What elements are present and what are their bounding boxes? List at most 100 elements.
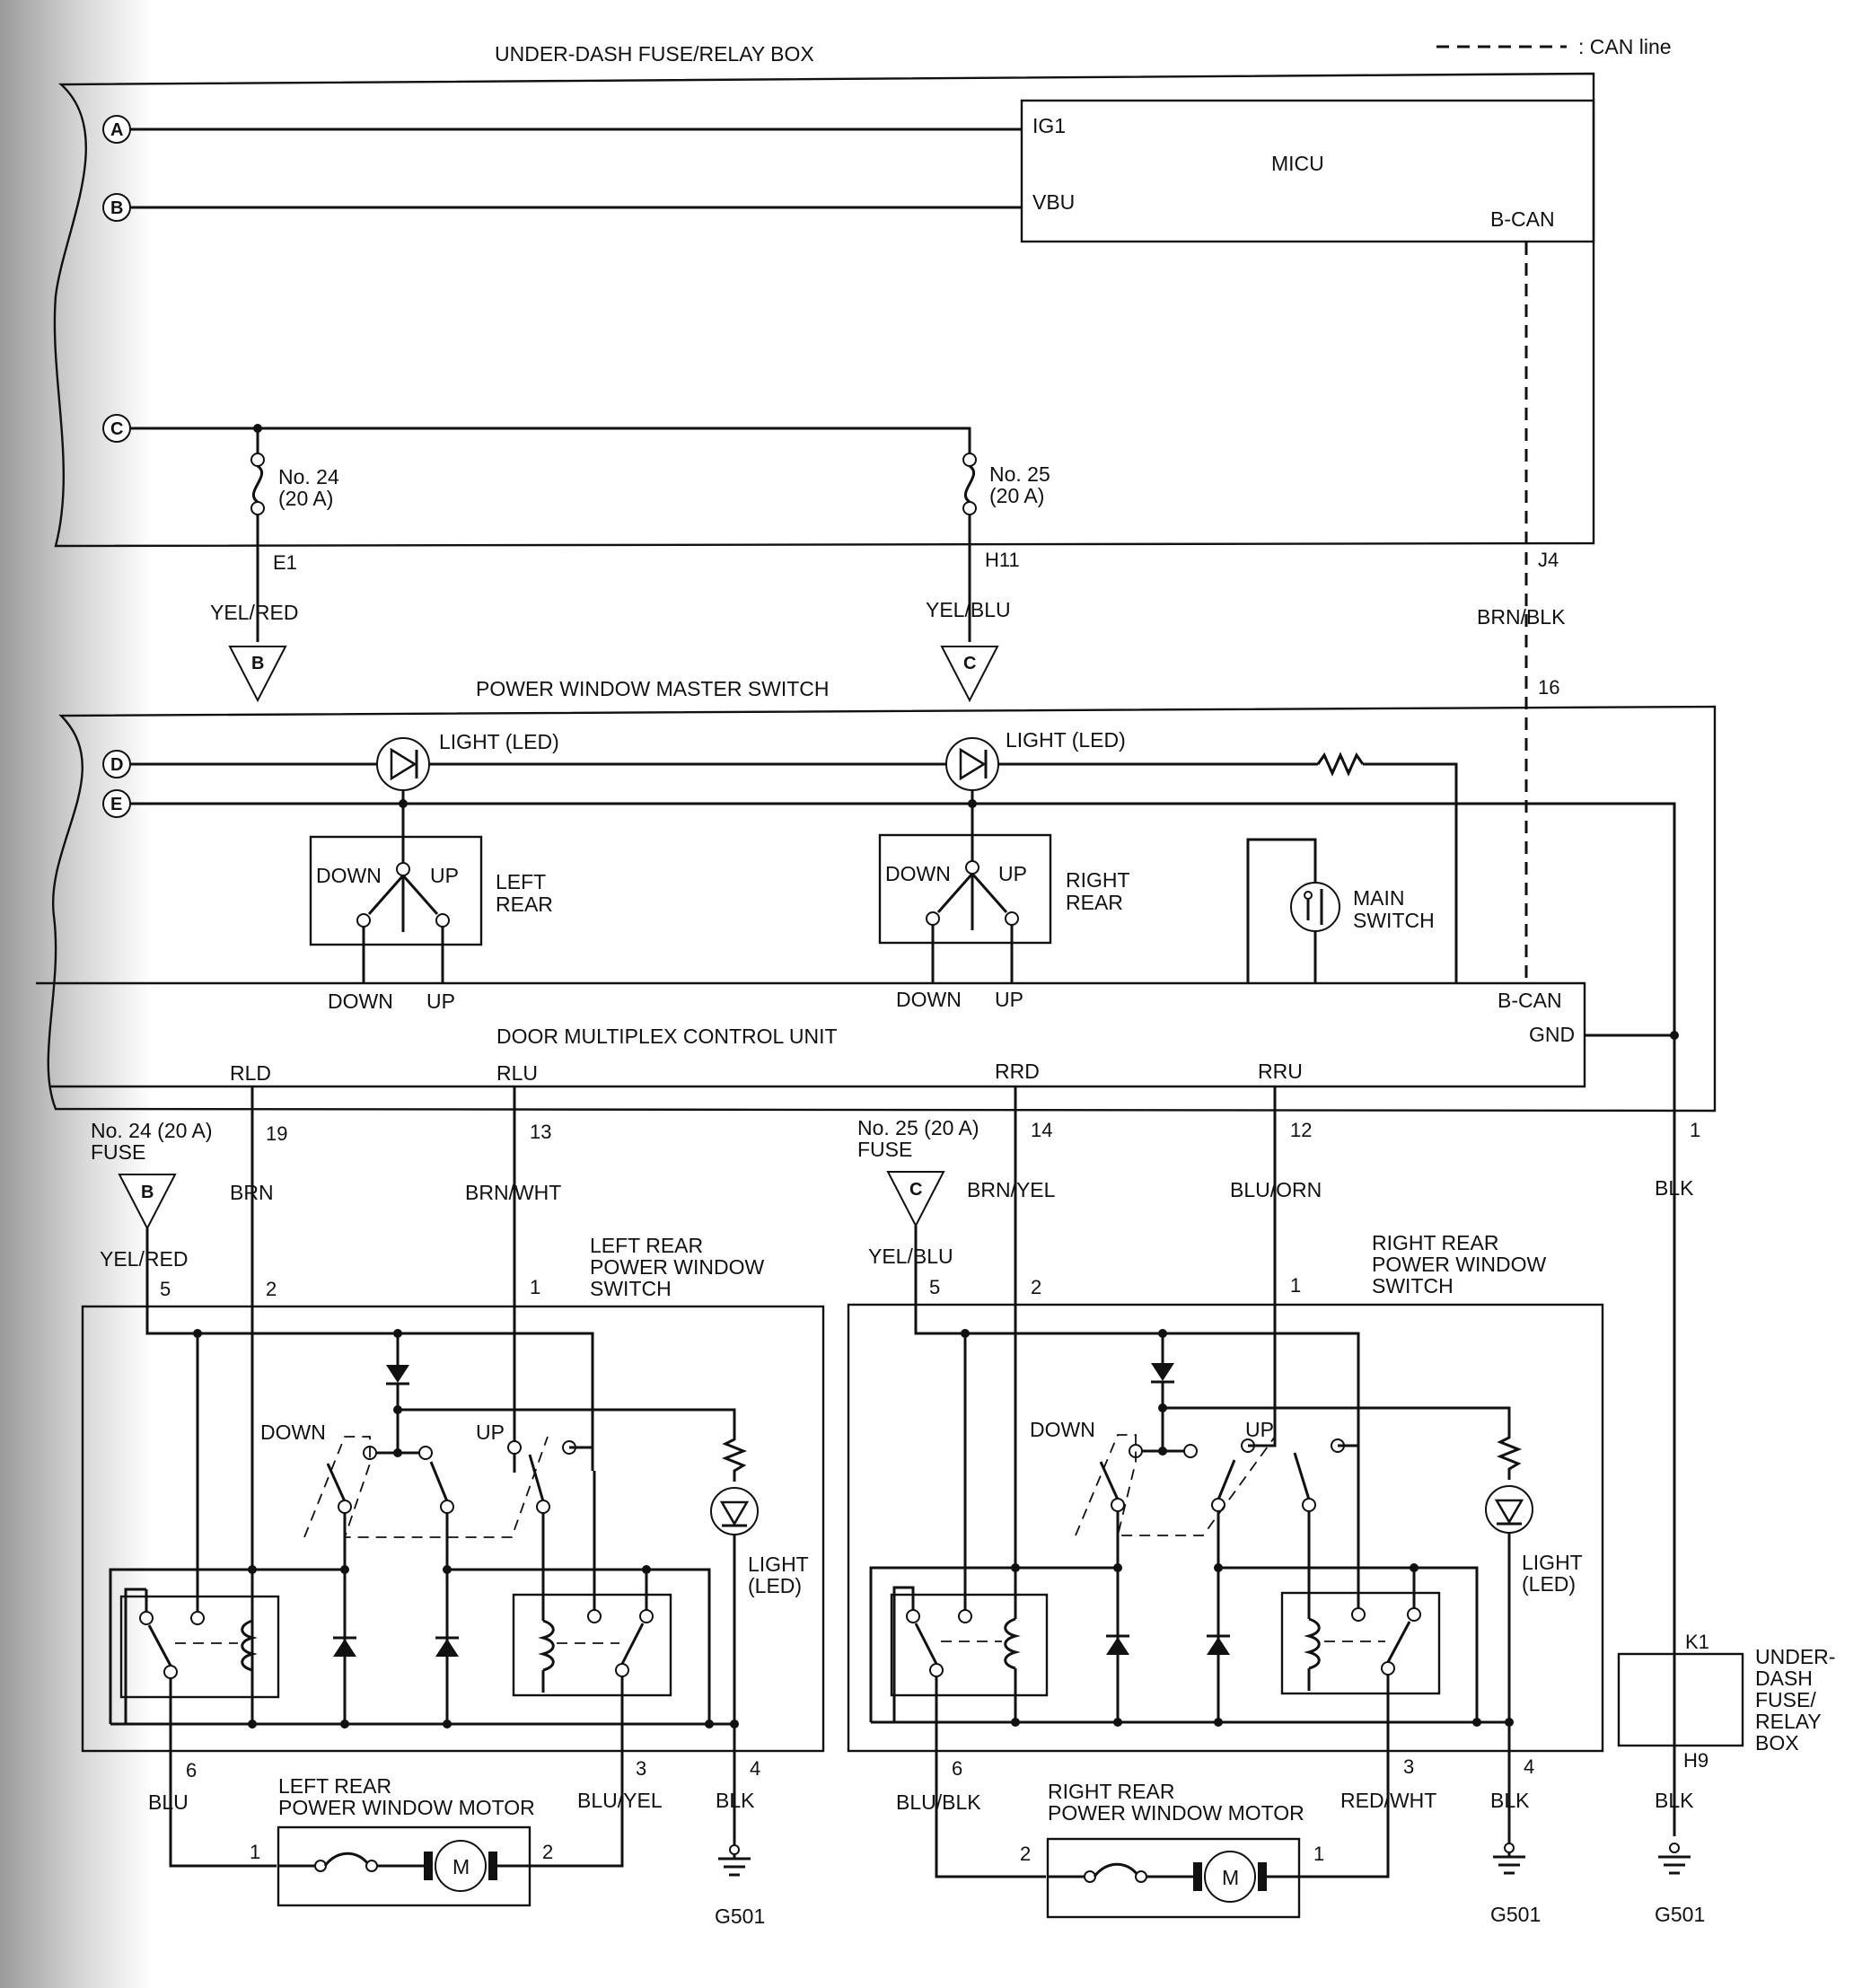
- ground-wire-blk: BLK: [1655, 1789, 1694, 1812]
- left-fuse-label-1: No. 24 (20 A): [91, 1119, 213, 1142]
- left-switch-title-3: SWITCH: [590, 1277, 672, 1300]
- wire-color-blk-main: BLK: [1655, 1176, 1694, 1200]
- wire-c-bus: [130, 427, 971, 453]
- left-pin-4: 4: [750, 1757, 760, 1780]
- left-switch-title-2: POWER WINDOW: [590, 1255, 764, 1279]
- left-wire-blu: BLU: [148, 1790, 189, 1814]
- left-fuse-label-2: FUSE: [91, 1140, 145, 1164]
- right-pin-4: 4: [1524, 1755, 1534, 1778]
- dmcu-rru: RRU: [1258, 1060, 1303, 1083]
- fuse-25-rating: (20 A): [989, 484, 1044, 507]
- underdash-box-title: UNDER-DASH FUSE/RELAY BOX: [495, 42, 814, 66]
- right-switch-up: UP: [1245, 1418, 1274, 1441]
- left-pin-2: 2: [266, 1278, 277, 1300]
- master-right-rear-label-2: REAR: [1066, 891, 1123, 914]
- right-connector-triangle-icon: [886, 1171, 945, 1228]
- wire-e: [130, 802, 1676, 983]
- left-wire-yelred: YEL/RED: [100, 1247, 188, 1271]
- wire-color-brnyel: BRN/YEL: [967, 1178, 1056, 1201]
- right-motor-label: M: [1222, 1866, 1239, 1889]
- ground-box-label-1: UNDER-: [1755, 1645, 1835, 1668]
- dmcu-rlu: RLU: [496, 1061, 538, 1085]
- right-diode-1-icon: [1106, 1637, 1129, 1655]
- right-relay-up: [1280, 1591, 1441, 1695]
- micu-ig1-label: IG1: [1032, 114, 1066, 137]
- connector-c-label: C: [110, 419, 123, 439]
- master-right-out-up: UP: [995, 988, 1023, 1011]
- wire-color-yelred: YEL/RED: [210, 601, 298, 624]
- underdash-box-outline: [53, 72, 1595, 548]
- master-left-out-down: DOWN: [328, 990, 393, 1013]
- pin-19: 19: [266, 1122, 287, 1145]
- right-switch-title-3: SWITCH: [1372, 1274, 1454, 1297]
- right-motor-icon: [1204, 1851, 1256, 1903]
- connector-b-label: B: [110, 198, 123, 218]
- right-pin-5: 5: [929, 1276, 940, 1298]
- master-left-rear-switch: [309, 835, 483, 946]
- left-diode-2-icon: [435, 1639, 459, 1657]
- right-motor-pin-1: 1: [1313, 1843, 1324, 1865]
- master-left-rear-label-2: REAR: [496, 893, 553, 916]
- wire-color-brn: BRN: [230, 1181, 274, 1204]
- main-switch-label-1: MAIN: [1353, 886, 1405, 910]
- left-light-label-1: LIGHT: [748, 1553, 809, 1576]
- left-wire-blk: BLK: [716, 1789, 755, 1812]
- ground-fuse-box: [1617, 1652, 1744, 1747]
- right-wire-blk: BLK: [1490, 1789, 1530, 1812]
- main-ground-icon: [1658, 1843, 1691, 1875]
- triangle-b-label: B: [251, 654, 264, 673]
- master-right-rear-label-1: RIGHT: [1066, 868, 1130, 892]
- wire-color-bluorn: BLU/ORN: [1230, 1178, 1322, 1201]
- left-pin-1: 1: [530, 1276, 540, 1298]
- wire-resistor-out: [1363, 762, 1458, 983]
- right-relay-coil-2-icon: [1304, 1617, 1321, 1670]
- micu-box: [1020, 99, 1595, 243]
- right-relay-down: [890, 1593, 1049, 1697]
- right-switch-down: DOWN: [1030, 1418, 1095, 1441]
- left-switch-title-1: LEFT REAR: [590, 1234, 703, 1257]
- fuse-24-number: No. 24: [278, 465, 339, 488]
- left-relay-up: [512, 1593, 672, 1697]
- master-switch-title: POWER WINDOW MASTER SWITCH: [476, 677, 830, 700]
- fuse-24-rating: (20 A): [278, 487, 333, 510]
- ground-pin-h9: H9: [1683, 1749, 1708, 1772]
- pin-16: 16: [1538, 676, 1559, 699]
- left-pin-6: 6: [186, 1759, 197, 1781]
- right-switch-title-2: POWER WINDOW: [1372, 1253, 1546, 1276]
- ground-box-label-2: DASH: [1755, 1667, 1813, 1690]
- right-pin-2: 2: [1031, 1276, 1041, 1298]
- right-light-label-1: LIGHT: [1522, 1551, 1583, 1574]
- master-right-rear-switch: [878, 833, 1052, 945]
- left-connector-triangle-icon: [118, 1174, 177, 1231]
- master-switch-outline: [47, 705, 1717, 1113]
- right-light-label-2: (LED): [1522, 1572, 1576, 1596]
- right-wire-blublk: BLU/BLK: [896, 1790, 981, 1814]
- connector-a-label: A: [110, 120, 123, 140]
- ground-pin-k1: K1: [1685, 1631, 1709, 1653]
- pin-e1: E1: [273, 551, 297, 574]
- right-fuse-label-2: FUSE: [857, 1138, 912, 1161]
- page-edge-shadow: [0, 0, 153, 1988]
- right-pin-3: 3: [1403, 1755, 1414, 1778]
- right-switch-title-1: RIGHT REAR: [1372, 1231, 1498, 1254]
- right-diode-2-icon: [1207, 1637, 1230, 1655]
- left-switch-down: DOWN: [260, 1421, 326, 1444]
- master-left-rear-label-1: LEFT: [496, 870, 546, 893]
- left-motor-title-2: POWER WINDOW MOTOR: [278, 1796, 535, 1819]
- wire-color-yelblu: YEL/BLU: [926, 598, 1011, 621]
- right-triangle-label: C: [909, 1180, 922, 1200]
- ground-box-label-5: BOX: [1755, 1731, 1799, 1755]
- micu-bcan-label: B-CAN: [1490, 207, 1555, 231]
- right-diode-top-icon: [1151, 1363, 1174, 1381]
- master-left-down: DOWN: [316, 864, 382, 887]
- led-left-icon: [376, 737, 430, 791]
- left-motor-title-1: LEFT REAR: [278, 1774, 391, 1798]
- right-pin-1: 1: [1290, 1274, 1301, 1297]
- right-motor-title-1: RIGHT REAR: [1048, 1780, 1174, 1803]
- micu-vbu-label: VBU: [1032, 190, 1075, 214]
- dmcu-gnd: GND: [1529, 1023, 1575, 1046]
- pin-h11: H11: [985, 549, 1020, 571]
- pin-12: 12: [1290, 1119, 1312, 1141]
- connector-e-label: E: [110, 795, 122, 814]
